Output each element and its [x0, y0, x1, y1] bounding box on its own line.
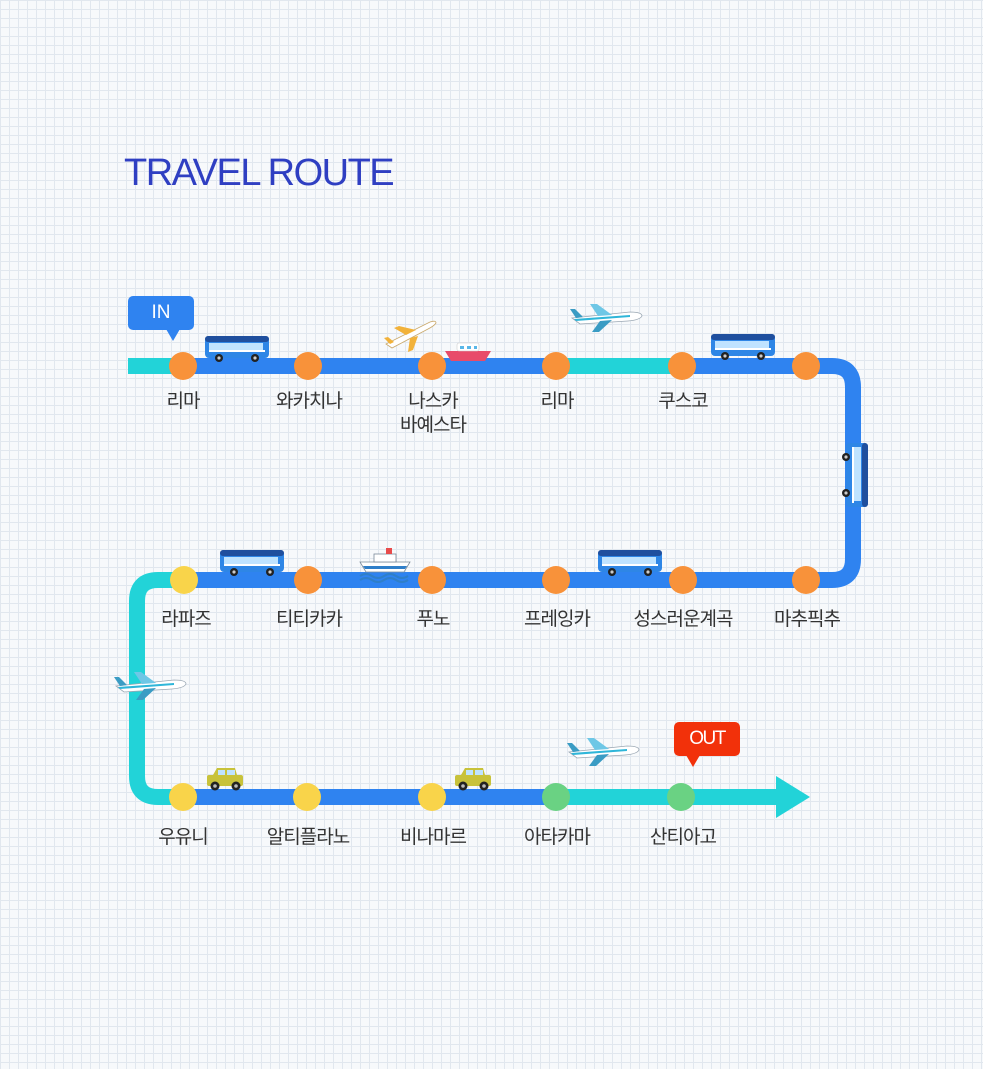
stop-label: 리마 [540, 390, 575, 412]
stop-dot [542, 352, 570, 380]
airplane-icon [383, 320, 437, 353]
stop-label: 티티카카 [276, 608, 343, 630]
start-badge: IN [128, 296, 194, 341]
stop-label: 비나마르 [400, 826, 467, 848]
stop-dot [668, 352, 696, 380]
stop-label: 산티아고 [650, 826, 717, 848]
bus-icon [711, 334, 775, 360]
stop-dot [542, 566, 570, 594]
stop-dot [294, 352, 322, 380]
stop-dot [792, 352, 820, 380]
stop-label: 쿠스코 [658, 390, 708, 412]
stop-dot [669, 566, 697, 594]
stop-dot [169, 783, 197, 811]
stop-dot [542, 783, 570, 811]
airplane-icon [566, 737, 640, 767]
airplane-icon [569, 303, 643, 333]
stop-label: 프레잉카 [524, 608, 591, 630]
end-badge: OUT [674, 722, 740, 767]
stop-dot [293, 783, 321, 811]
jeep-icon [207, 768, 243, 791]
stop-dots [169, 352, 820, 811]
stop-label: 알티플라노 [266, 826, 350, 848]
stop-dot [792, 566, 820, 594]
jeep-icon [455, 768, 491, 791]
stop-dot [169, 352, 197, 380]
stop-dot [418, 352, 446, 380]
stop-label: 나스카 바예스타 [400, 390, 467, 436]
stop-label: 라파즈 [161, 608, 211, 630]
stop-label: 리마 [166, 390, 201, 412]
boat-icon [444, 342, 492, 362]
stop-label: 성스러운계곡 [633, 608, 734, 630]
route-end-arrow-icon [776, 776, 810, 818]
stop-label: 우유니 [158, 826, 208, 848]
stop-dot [418, 783, 446, 811]
stop-label: 푸노 [416, 608, 451, 630]
stop-label: 와카치나 [276, 390, 343, 412]
stop-label: 아타카마 [524, 826, 591, 848]
stop-dot [418, 566, 446, 594]
stop-dot [170, 566, 198, 594]
stop-dot [667, 783, 695, 811]
stop-dot [294, 566, 322, 594]
page-title: TRAVEL ROUTE [124, 152, 395, 194]
stop-label: 마추픽추 [774, 608, 841, 630]
airplane-icon [113, 671, 187, 701]
